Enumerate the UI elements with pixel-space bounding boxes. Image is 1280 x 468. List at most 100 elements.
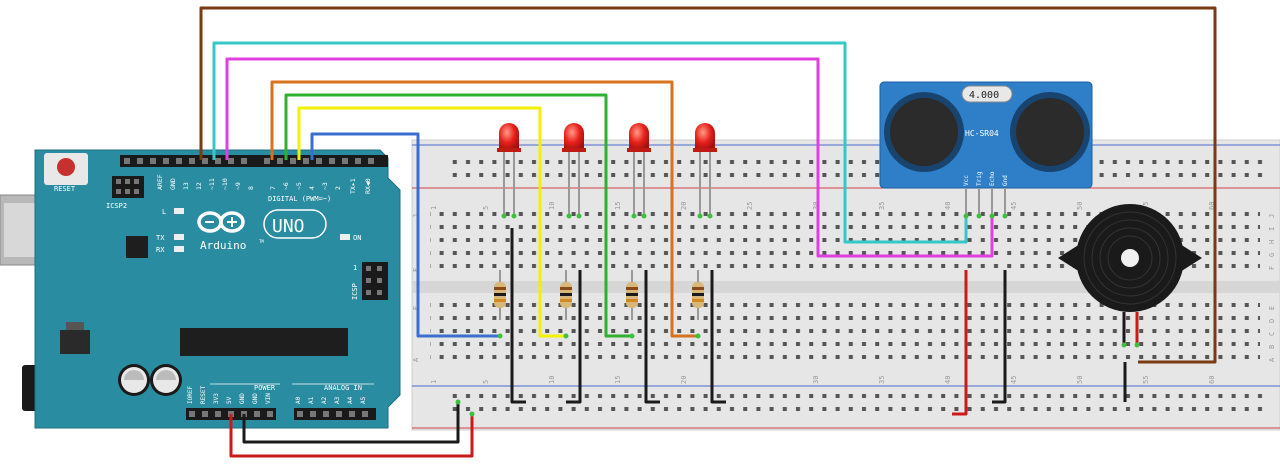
- power-pin-label: IOREF: [187, 386, 194, 404]
- led-red-4: [693, 123, 717, 218]
- led-l-indicator: [174, 208, 184, 214]
- digital-label: DIGITAL (PWM=~): [268, 195, 331, 203]
- row-letter: J: [1268, 214, 1276, 218]
- wire-orange: [270, 80, 698, 338]
- column-number: 20: [680, 202, 688, 210]
- row-letter: J: [412, 214, 420, 218]
- pin-label: 4: [308, 186, 316, 190]
- model-label: UNO: [272, 216, 305, 237]
- resistor-4: [692, 270, 704, 320]
- row-letter: H: [1268, 240, 1276, 244]
- pin-label: ~3: [321, 182, 329, 190]
- wire-green: [284, 93, 632, 338]
- column-number: 15: [614, 202, 622, 210]
- analog-pin-label: A4: [347, 396, 354, 404]
- column-number: 35: [878, 376, 886, 384]
- power-label: POWER: [254, 384, 276, 392]
- sensor-crystal: [961, 85, 1013, 103]
- icsp-pin1-label: 1: [353, 264, 357, 272]
- analog-pin-label: A5: [360, 396, 367, 404]
- column-number: 30: [812, 376, 820, 384]
- sensor-pin-label: Vcc: [963, 175, 970, 186]
- wire-red-sensor-vcc: [952, 270, 968, 416]
- wire-red-5v: [229, 414, 474, 458]
- power-pin-label: 3V3: [213, 393, 220, 404]
- led-rx-label: RX: [156, 246, 165, 254]
- sensor-pin-label: Echo: [989, 171, 996, 186]
- column-number: 25: [746, 202, 754, 210]
- row-letter: F: [1268, 266, 1276, 270]
- column-number: 50: [1076, 202, 1084, 210]
- sensor-crystal-label: 4.000: [969, 90, 999, 101]
- power-pin-label: 5V: [226, 396, 233, 404]
- led-rx-indicator: [174, 246, 184, 252]
- power-pin-label: RESET: [200, 386, 207, 404]
- icsp-label: ICSP: [351, 283, 359, 300]
- pin-label: ~9: [234, 182, 242, 190]
- icsp2-label: ICSP2: [106, 202, 127, 210]
- arduino-uno-board: RESET ICSP2 AREF GND 13 12 ~11 ~10 ~9: [0, 149, 401, 429]
- atmega-chip: [180, 328, 348, 356]
- column-number: 45: [1010, 376, 1018, 384]
- column-number: 45: [1010, 202, 1018, 210]
- led-tx-label: TX: [156, 234, 165, 242]
- reset-label: RESET: [54, 185, 76, 193]
- column-number: 5: [482, 206, 490, 210]
- led-l-label: L: [162, 208, 166, 216]
- column-number: 10: [548, 202, 556, 210]
- wire-black-led1: [510, 228, 526, 404]
- wire-black-led4: [710, 270, 726, 404]
- row-letter: I: [1268, 227, 1276, 231]
- voltage-regulator: [66, 322, 84, 330]
- column-number: 55: [1142, 202, 1150, 210]
- wire-cyan: [212, 41, 968, 244]
- row-letter: E: [1268, 306, 1276, 310]
- power-pin-label: GND: [252, 393, 259, 404]
- wire-brown: [199, 6, 1217, 364]
- led-on-label: ON: [353, 234, 361, 242]
- wire-black-sensor-gnd: [992, 270, 1007, 404]
- pin-label: 8: [247, 186, 255, 190]
- pin-label: ~11: [208, 178, 216, 190]
- resistor-3: [626, 270, 638, 320]
- led-red-3: [627, 123, 651, 218]
- row-letter: F: [412, 268, 420, 272]
- wire-yellow: [297, 106, 566, 338]
- bottom-rail-holes: [450, 394, 1270, 420]
- analog-pin-label: A1: [308, 396, 315, 404]
- top-rail-holes: [450, 156, 1270, 182]
- pin-label: 7: [269, 186, 277, 190]
- icsp-header: [362, 262, 388, 300]
- column-number: 40: [944, 376, 952, 384]
- sensor-name: HC-SR04: [965, 129, 999, 138]
- column-number: 20: [680, 376, 688, 384]
- row-letter: B: [1268, 345, 1276, 349]
- column-number: 10: [548, 376, 556, 384]
- pin-label: 13: [182, 182, 190, 190]
- analog-label: ANALOG IN: [324, 384, 362, 392]
- pin-label: ~5: [295, 182, 303, 190]
- pin-label: ~6: [282, 182, 290, 190]
- wire-magenta: [225, 57, 994, 258]
- row-letter: C: [1268, 332, 1276, 336]
- column-number: 60: [1208, 202, 1216, 210]
- column-number: 1: [430, 380, 438, 384]
- row-letter: D: [1268, 319, 1276, 323]
- pin-label: TX▸1: [349, 178, 357, 194]
- row-letter: E: [412, 306, 420, 310]
- analog-pin-label: A3: [334, 396, 341, 404]
- arduino-logo: Arduino TM: [197, 211, 264, 252]
- sensor-pin-label: Gnd: [1002, 175, 1009, 186]
- row-letter: A: [1268, 357, 1276, 362]
- analog-pin-label: A0: [295, 396, 302, 404]
- column-number: 35: [878, 202, 886, 210]
- power-pin-label: VIN: [265, 393, 272, 404]
- aref-label: AREF: [156, 174, 164, 190]
- wire-blue: [310, 132, 500, 338]
- ultrasonic-sensor: 4.000 HC-SR04 Vcc Trig Echo Gnd: [879, 81, 1093, 216]
- capacitor: [118, 364, 150, 396]
- column-number: 5: [482, 380, 490, 384]
- led-red-2: [562, 123, 586, 218]
- wire-black-led2: [566, 270, 582, 404]
